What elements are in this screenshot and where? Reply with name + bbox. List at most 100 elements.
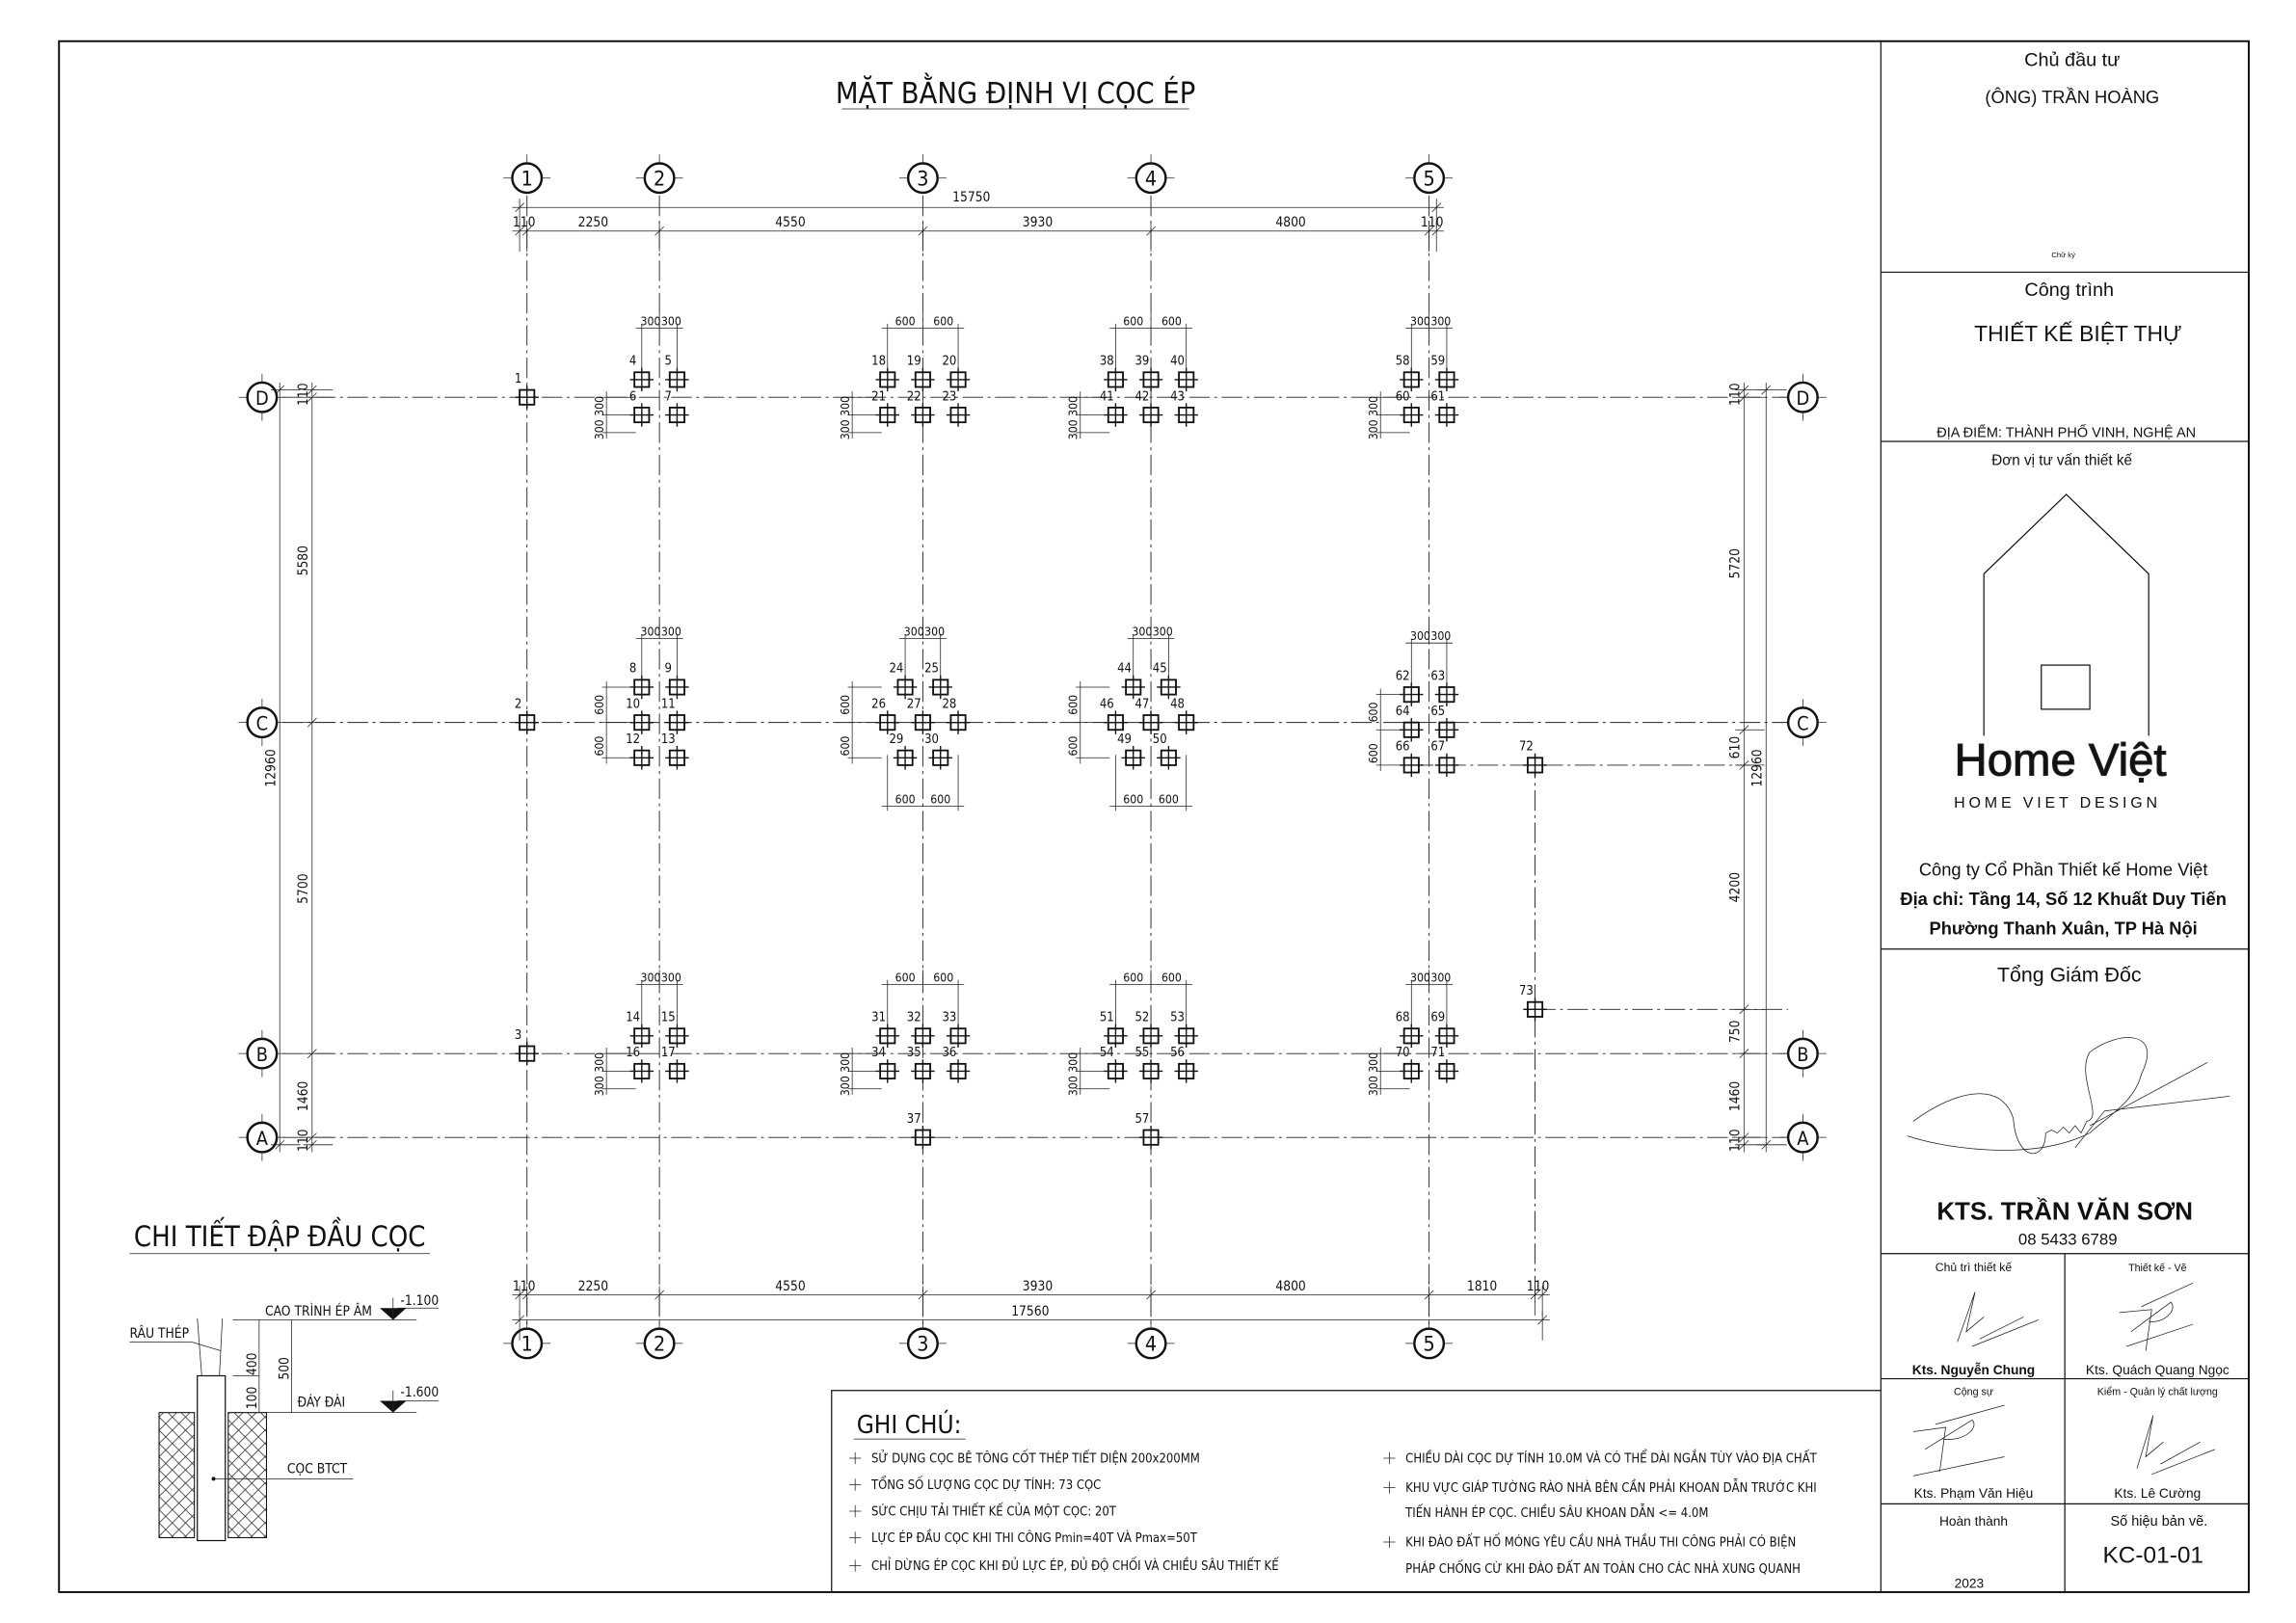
pile-number: 54 xyxy=(1100,1046,1114,1060)
dimension-overall-text: 15750 xyxy=(952,190,990,205)
dimension-text: 110 xyxy=(513,215,536,230)
pile-number: 5 xyxy=(665,355,672,369)
pile-number: 27 xyxy=(907,697,921,711)
dim-500: 500 xyxy=(277,1357,292,1380)
pile-41: 41 xyxy=(1100,389,1128,427)
pile-number: 14 xyxy=(626,1011,640,1025)
project-heading: Công trình xyxy=(2024,279,2114,301)
dimension-text: 4550 xyxy=(775,215,806,230)
director-name: KTS. TRẦN VĂN SƠN xyxy=(1936,1198,2193,1226)
dimension-text: 1460 xyxy=(296,1081,311,1112)
dimension-text: 5580 xyxy=(296,545,311,576)
bullet-icon xyxy=(849,1504,862,1518)
pile-number: 8 xyxy=(629,662,636,677)
pile-52: 52 xyxy=(1135,1011,1163,1049)
pile-number: 63 xyxy=(1430,669,1445,683)
pile-number: 25 xyxy=(924,662,939,677)
role-lead-designer: Chủ trì thiết kế xyxy=(1936,1261,2013,1274)
dimension-text: 3930 xyxy=(1023,1279,1054,1294)
bullet-icon xyxy=(849,1559,862,1572)
dimension-text: 3930 xyxy=(1023,215,1054,230)
dimension-text: 110 xyxy=(296,383,311,406)
group-dimension-text: 600 xyxy=(1067,695,1081,715)
pile-number: 53 xyxy=(1170,1011,1185,1025)
pile-56: 56 xyxy=(1170,1046,1198,1083)
pile-number: 42 xyxy=(1135,389,1149,404)
pile-34: 34 xyxy=(871,1046,899,1083)
drawing-number: KC-01-01 xyxy=(2103,1542,2203,1568)
pile-number: 41 xyxy=(1100,389,1114,404)
grid-label: C xyxy=(256,712,268,734)
owner-name: (ÔNG) TRẦN HOÀNG xyxy=(1985,87,2159,107)
pile-number: 48 xyxy=(1170,697,1185,711)
pile-number: 17 xyxy=(661,1046,676,1060)
grid-label: 1 xyxy=(521,167,533,191)
group-dimension-text: 300 xyxy=(640,625,660,639)
logo-subtitle: HOME VIET DESIGN xyxy=(1954,794,2161,812)
dimension-text: 110 xyxy=(1421,215,1444,230)
grid-label: 2 xyxy=(654,167,665,191)
pile-number: 47 xyxy=(1135,697,1149,711)
dimension-text: 2250 xyxy=(578,215,609,230)
pile-61: 61 xyxy=(1430,389,1459,427)
pile-12: 12 xyxy=(626,732,654,770)
grid-label: B xyxy=(256,1044,268,1066)
dimension-text: 4200 xyxy=(1728,872,1744,903)
pile-number: 45 xyxy=(1153,662,1167,677)
pile-43: 43 xyxy=(1170,389,1198,427)
pile-number: 22 xyxy=(907,389,921,404)
grid-label: C xyxy=(1797,712,1808,734)
pile-number: 30 xyxy=(924,732,939,747)
pile-number: 11 xyxy=(661,697,676,711)
group-dimension-text: 600 xyxy=(933,971,953,984)
consultant-heading: Đơn vị tư vấn thiết kế xyxy=(1991,452,2132,468)
pile-57: 57 xyxy=(1135,1112,1163,1150)
pile-number: 66 xyxy=(1396,740,1410,755)
pile-66: 66 xyxy=(1396,740,1424,778)
name-quality-control: Kts. Lê Cường xyxy=(2114,1486,2201,1501)
group-dimension-text: 300 xyxy=(1132,625,1152,639)
pile-number: 37 xyxy=(907,1112,921,1127)
pile-number: 36 xyxy=(942,1046,956,1060)
note-item: CHIỀU DÀI CỌC DỰ TÍNH 10.0M VÀ CÓ THỂ DÀ… xyxy=(1405,1450,1818,1467)
note-item: KHI ĐÀO ĐẤT HỐ MÓNG YÊU CẦU NHÀ THẦU THI… xyxy=(1405,1534,1796,1551)
pile-number: 72 xyxy=(1519,740,1534,755)
pile-number: 57 xyxy=(1135,1112,1149,1127)
notes-section: GHI CHÚ: SỬ DỤNG CỌC BÊ TÔNG CỐT THÉP TI… xyxy=(831,1390,1882,1592)
pile-number: 70 xyxy=(1396,1046,1410,1060)
rebar-label: RÂU THÉP xyxy=(129,1324,189,1342)
pile-number: 2 xyxy=(515,697,521,711)
group-dimension-text: 600 xyxy=(839,736,852,757)
soil-hatch-left xyxy=(158,1412,196,1538)
group-dimension-text: 300 xyxy=(1067,419,1081,439)
group-dimension-text: 300 xyxy=(839,396,852,416)
pile-2: 2 xyxy=(515,697,539,734)
pile-30: 30 xyxy=(924,732,952,770)
pile-54: 54 xyxy=(1100,1046,1128,1083)
pile-70: 70 xyxy=(1396,1046,1424,1083)
dimension-text: 4800 xyxy=(1275,215,1306,230)
pile-number: 38 xyxy=(1100,355,1114,369)
dimension-text: 110 xyxy=(513,1279,536,1294)
pile-number: 18 xyxy=(871,355,886,369)
group-dimension-text: 600 xyxy=(1161,971,1182,984)
group-dimension-text: 600 xyxy=(1367,743,1380,763)
completed-label: Hoàn thành xyxy=(1939,1514,2008,1529)
pile-number: 62 xyxy=(1396,669,1410,683)
director-phone: 08 5433 6789 xyxy=(2018,1231,2118,1249)
group-dimension-text: 300 xyxy=(1410,314,1430,328)
grid-label: D xyxy=(1797,387,1810,410)
director-heading: Tổng Giám Đốc xyxy=(1997,963,2142,986)
dimension-text: 1810 xyxy=(1467,1279,1498,1294)
pile-22: 22 xyxy=(907,389,935,427)
group-dimension-text: 600 xyxy=(593,736,606,757)
pile-section xyxy=(197,1374,227,1542)
signature-quality-control xyxy=(2136,1415,2216,1476)
dimension-overall-text: 12960 xyxy=(264,749,280,786)
dimension-text: 2250 xyxy=(578,1279,609,1294)
dimension-text: 110 xyxy=(1728,383,1744,406)
pile-number: 49 xyxy=(1117,732,1132,747)
pile-number: 65 xyxy=(1430,705,1445,719)
grid-label: B xyxy=(1797,1044,1808,1066)
